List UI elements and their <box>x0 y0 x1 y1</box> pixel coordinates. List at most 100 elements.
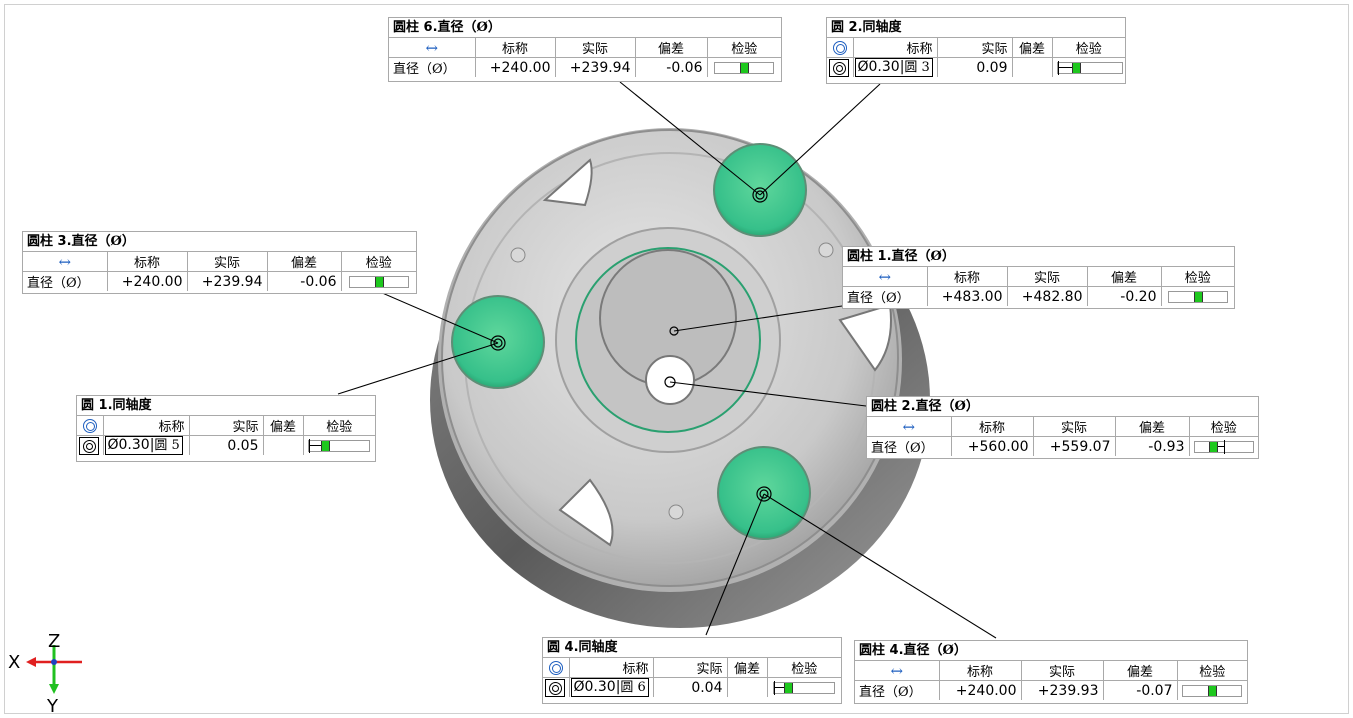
deviation-value: -0.93 <box>1114 436 1190 456</box>
actual-value: +239.93 <box>1020 680 1104 700</box>
measurement-table: ↔ 标称 实际 偏差 检验 直径（Ø） +483.00 +482.80 -0.2… <box>843 267 1234 306</box>
deviation-value <box>1011 57 1053 77</box>
header-actual: 实际 <box>186 252 268 272</box>
header-actual: 实际 <box>936 38 1013 58</box>
check-indicator <box>1051 57 1125 77</box>
leader-lines <box>337 81 997 639</box>
header-nominal: 标称 <box>926 267 1008 287</box>
header-actual: 实际 <box>1020 661 1104 681</box>
coaxiality-icon <box>543 658 570 678</box>
actual-value: +559.07 <box>1032 436 1116 456</box>
actual-value: 0.05 <box>188 435 264 455</box>
callout-cylinder-3-diameter[interactable]: 圆柱 3.直径（Ø） ↔ 标称 实际 偏差 检验 直径（Ø） +240.00 +… <box>22 231 417 294</box>
header-check: 检验 <box>706 38 781 58</box>
deviation-value: -0.06 <box>634 57 708 77</box>
diameter-icon: ↔ <box>23 252 108 272</box>
header-nominal: 标称 <box>102 416 190 436</box>
part-body <box>430 128 930 628</box>
measurement-table: ↔ 标称 实际 偏差 检验 直径（Ø） +240.00 +239.94 -0.0… <box>389 38 781 77</box>
callout-title: 圆柱 6.直径（Ø） <box>389 18 781 38</box>
header-check: 检验 <box>766 658 841 678</box>
header-nominal: 标称 <box>474 38 556 58</box>
check-indicator <box>1160 286 1234 306</box>
callout-title: 圆柱 1.直径（Ø） <box>843 247 1234 267</box>
coaxiality-icon <box>827 38 854 58</box>
actual-value: +482.80 <box>1006 286 1088 306</box>
coaxiality-symbol-icon <box>543 677 570 697</box>
header-check: 检验 <box>1160 267 1234 287</box>
header-deviation: 偏差 <box>266 252 342 272</box>
axis-triad <box>26 645 82 694</box>
check-indicator <box>766 677 841 697</box>
header-nominal: 标称 <box>568 658 654 678</box>
row-label: 直径（Ø） <box>23 271 108 291</box>
callout-title: 圆 1.同轴度 <box>77 396 375 416</box>
header-actual: 实际 <box>188 416 264 436</box>
callout-circle-1-coaxiality[interactable]: 圆 1.同轴度 标称 实际 偏差 检验 Ø0.30|圆 5 0.05 <box>76 395 376 462</box>
measurement-table: ↔ 标称 实际 偏差 检验 直径（Ø） +560.00 +559.07 -0.9… <box>867 417 1258 456</box>
deviation-value: -0.07 <box>1102 680 1178 700</box>
callout-title: 圆柱 4.直径（Ø） <box>855 641 1247 661</box>
diameter-icon: ↔ <box>855 661 940 681</box>
callout-title: 圆 2.同轴度 <box>827 18 1125 38</box>
header-check: 检验 <box>1188 417 1258 437</box>
measurement-table: 标称 实际 偏差 检验 Ø0.30|圆 6 0.04 <box>543 658 841 697</box>
coaxiality-icon <box>77 416 104 436</box>
deviation-value <box>262 435 304 455</box>
header-nominal: 标称 <box>938 661 1022 681</box>
header-nominal: 标称 <box>950 417 1034 437</box>
diameter-icon: ↔ <box>867 417 952 437</box>
coaxiality-symbol-icon <box>827 57 854 77</box>
row-label: 直径（Ø） <box>855 680 940 700</box>
callout-circle-2-coaxiality[interactable]: 圆 2.同轴度 标称 实际 偏差 检验 Ø0.30|圆 3 0.09 <box>826 17 1126 84</box>
viewport-frame <box>4 4 1349 714</box>
diameter-icon: ↔ <box>389 38 476 58</box>
feature-markers <box>490 187 772 502</box>
deviation-value: -0.20 <box>1086 286 1162 306</box>
measurement-table: ↔ 标称 实际 偏差 检验 直径（Ø） +240.00 +239.94 -0.0… <box>23 252 416 291</box>
callout-title: 圆柱 3.直径（Ø） <box>23 232 416 252</box>
callout-cylinder-6-diameter[interactable]: 圆柱 6.直径（Ø） ↔ 标称 实际 偏差 检验 直径（Ø） +240.00 +… <box>388 17 782 82</box>
callout-cylinder-2-diameter[interactable]: 圆柱 2.直径（Ø） ↔ 标称 实际 偏差 检验 直径（Ø） +560.00 +… <box>866 396 1259 459</box>
nominal-value: +240.00 <box>938 680 1022 700</box>
header-check: 检验 <box>1051 38 1125 58</box>
check-indicator <box>1176 680 1247 700</box>
callout-title: 圆 4.同轴度 <box>543 638 841 658</box>
coaxiality-symbol-icon <box>77 435 104 455</box>
nominal-value: +483.00 <box>926 286 1008 306</box>
actual-value: +239.94 <box>554 57 636 77</box>
header-deviation: 偏差 <box>1086 267 1162 287</box>
callout-circle-4-coaxiality[interactable]: 圆 4.同轴度 标称 实际 偏差 检验 Ø0.30|圆 6 0.04 <box>542 637 842 704</box>
nominal-value: +240.00 <box>106 271 188 291</box>
axis-x-label: X <box>8 652 21 673</box>
tolerance-frame: Ø0.30|圆 5 <box>102 435 190 455</box>
check-indicator <box>706 57 781 77</box>
header-actual: 实际 <box>1006 267 1088 287</box>
tolerance-frame: Ø0.30|圆 3 <box>852 57 938 77</box>
header-deviation: 偏差 <box>1011 38 1053 58</box>
header-deviation: 偏差 <box>262 416 304 436</box>
check-indicator <box>302 435 375 455</box>
measurement-table: ↔ 标称 实际 偏差 检验 直径（Ø） +240.00 +239.93 -0.0… <box>855 661 1247 700</box>
row-label: 直径（Ø） <box>389 57 476 77</box>
measurement-table: 标称 实际 偏差 检验 Ø0.30|圆 3 0.09 <box>827 38 1125 77</box>
row-label: 直径（Ø） <box>843 286 928 306</box>
actual-value: 0.04 <box>652 677 728 697</box>
callout-cylinder-4-diameter[interactable]: 圆柱 4.直径（Ø） ↔ 标称 实际 偏差 检验 直径（Ø） +240.00 +… <box>854 640 1248 704</box>
deviation-value: -0.06 <box>266 271 342 291</box>
header-nominal: 标称 <box>852 38 938 58</box>
actual-value: +239.94 <box>186 271 268 291</box>
row-label: 直径（Ø） <box>867 436 952 456</box>
diameter-icon: ↔ <box>843 267 928 287</box>
nominal-value: +240.00 <box>474 57 556 77</box>
check-indicator <box>1188 436 1258 456</box>
header-deviation: 偏差 <box>1102 661 1178 681</box>
header-check: 检验 <box>1176 661 1247 681</box>
deviation-value <box>726 677 768 697</box>
header-check: 检验 <box>340 252 416 272</box>
header-actual: 实际 <box>554 38 636 58</box>
header-check: 检验 <box>302 416 375 436</box>
callout-title: 圆柱 2.直径（Ø） <box>867 397 1258 417</box>
callout-cylinder-1-diameter[interactable]: 圆柱 1.直径（Ø） ↔ 标称 实际 偏差 检验 直径（Ø） +483.00 +… <box>842 246 1235 309</box>
